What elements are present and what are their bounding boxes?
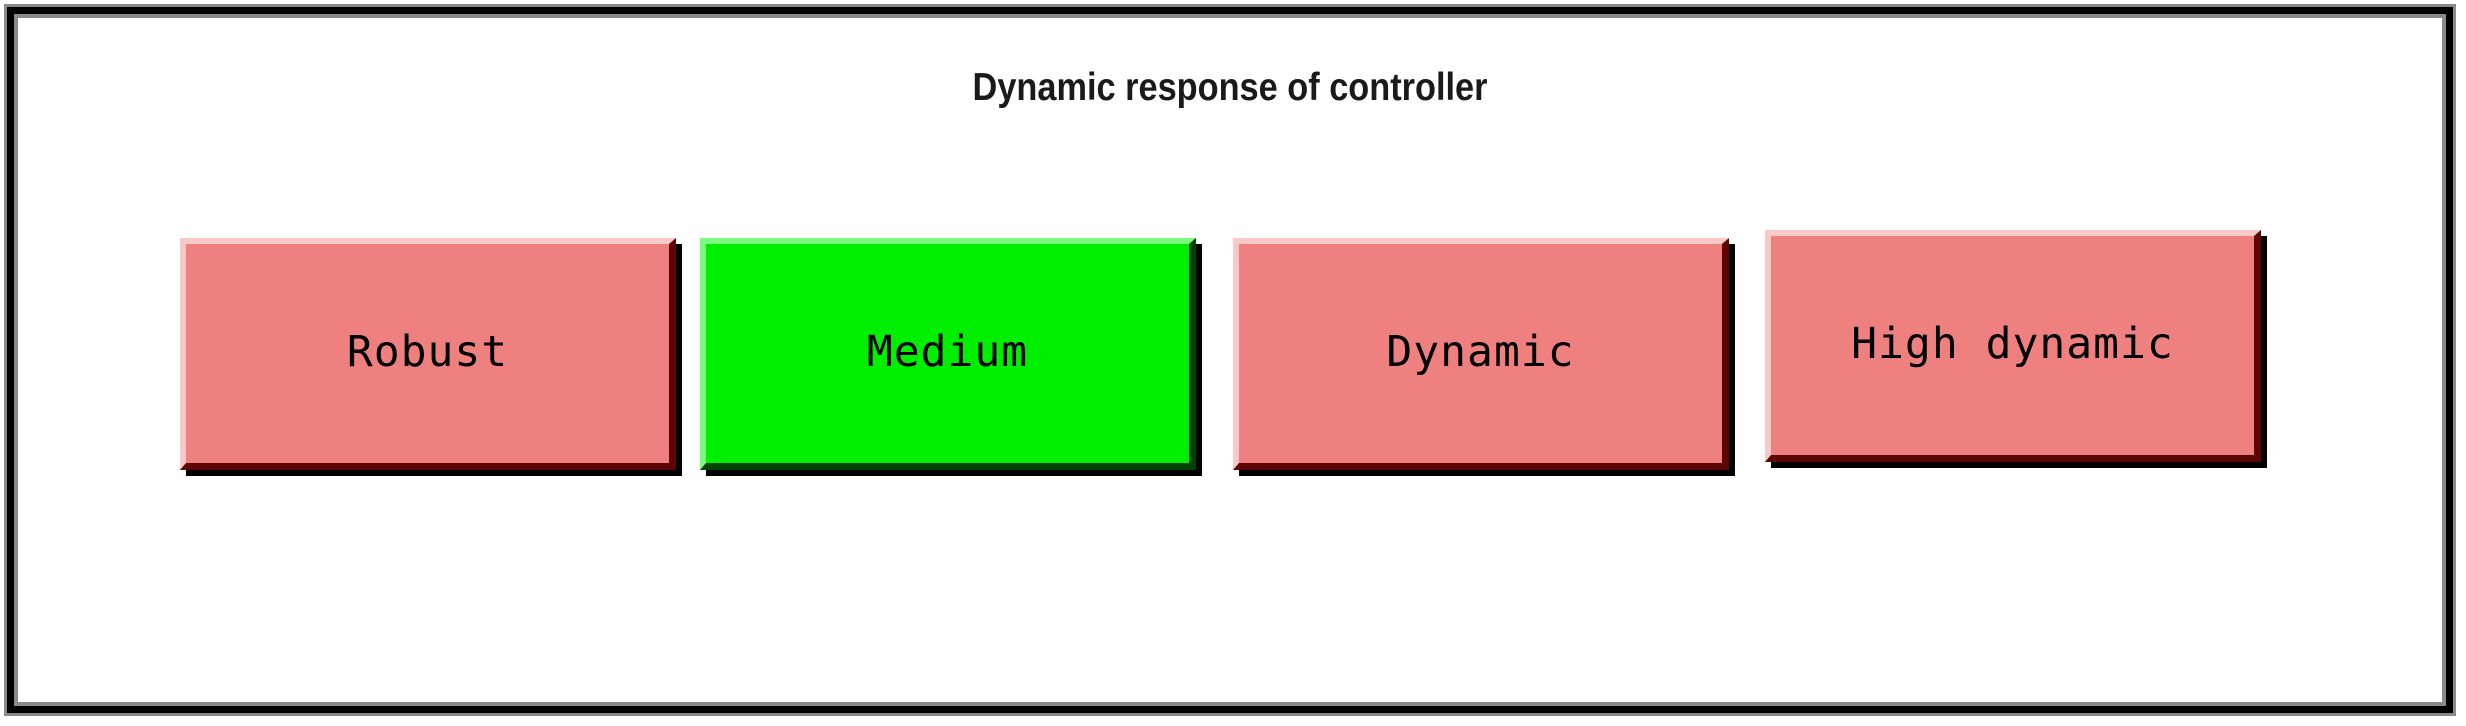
button-robust-label: Robust [346,326,509,377]
button-medium[interactable]: Medium [700,238,1196,470]
page-title: Dynamic response of controller [972,66,1488,109]
panel-frame-black-ring: Dynamic response of controller Robust Med… [7,7,2453,713]
button-robust[interactable]: Robust [180,238,676,470]
button-medium-label: Medium [866,326,1029,377]
panel-frame-inner-ring: Dynamic response of controller Robust Med… [14,14,2446,706]
panel-outer-frame: Dynamic response of controller Robust Med… [4,4,2456,716]
button-high-dynamic-label: High dynamic [1851,318,2174,369]
panel-surface: Dynamic response of controller Robust Med… [18,18,2442,702]
button-high-dynamic[interactable]: High dynamic [1765,230,2261,462]
button-dynamic-label: Dynamic [1386,326,1575,377]
button-dynamic[interactable]: Dynamic [1233,238,1729,470]
